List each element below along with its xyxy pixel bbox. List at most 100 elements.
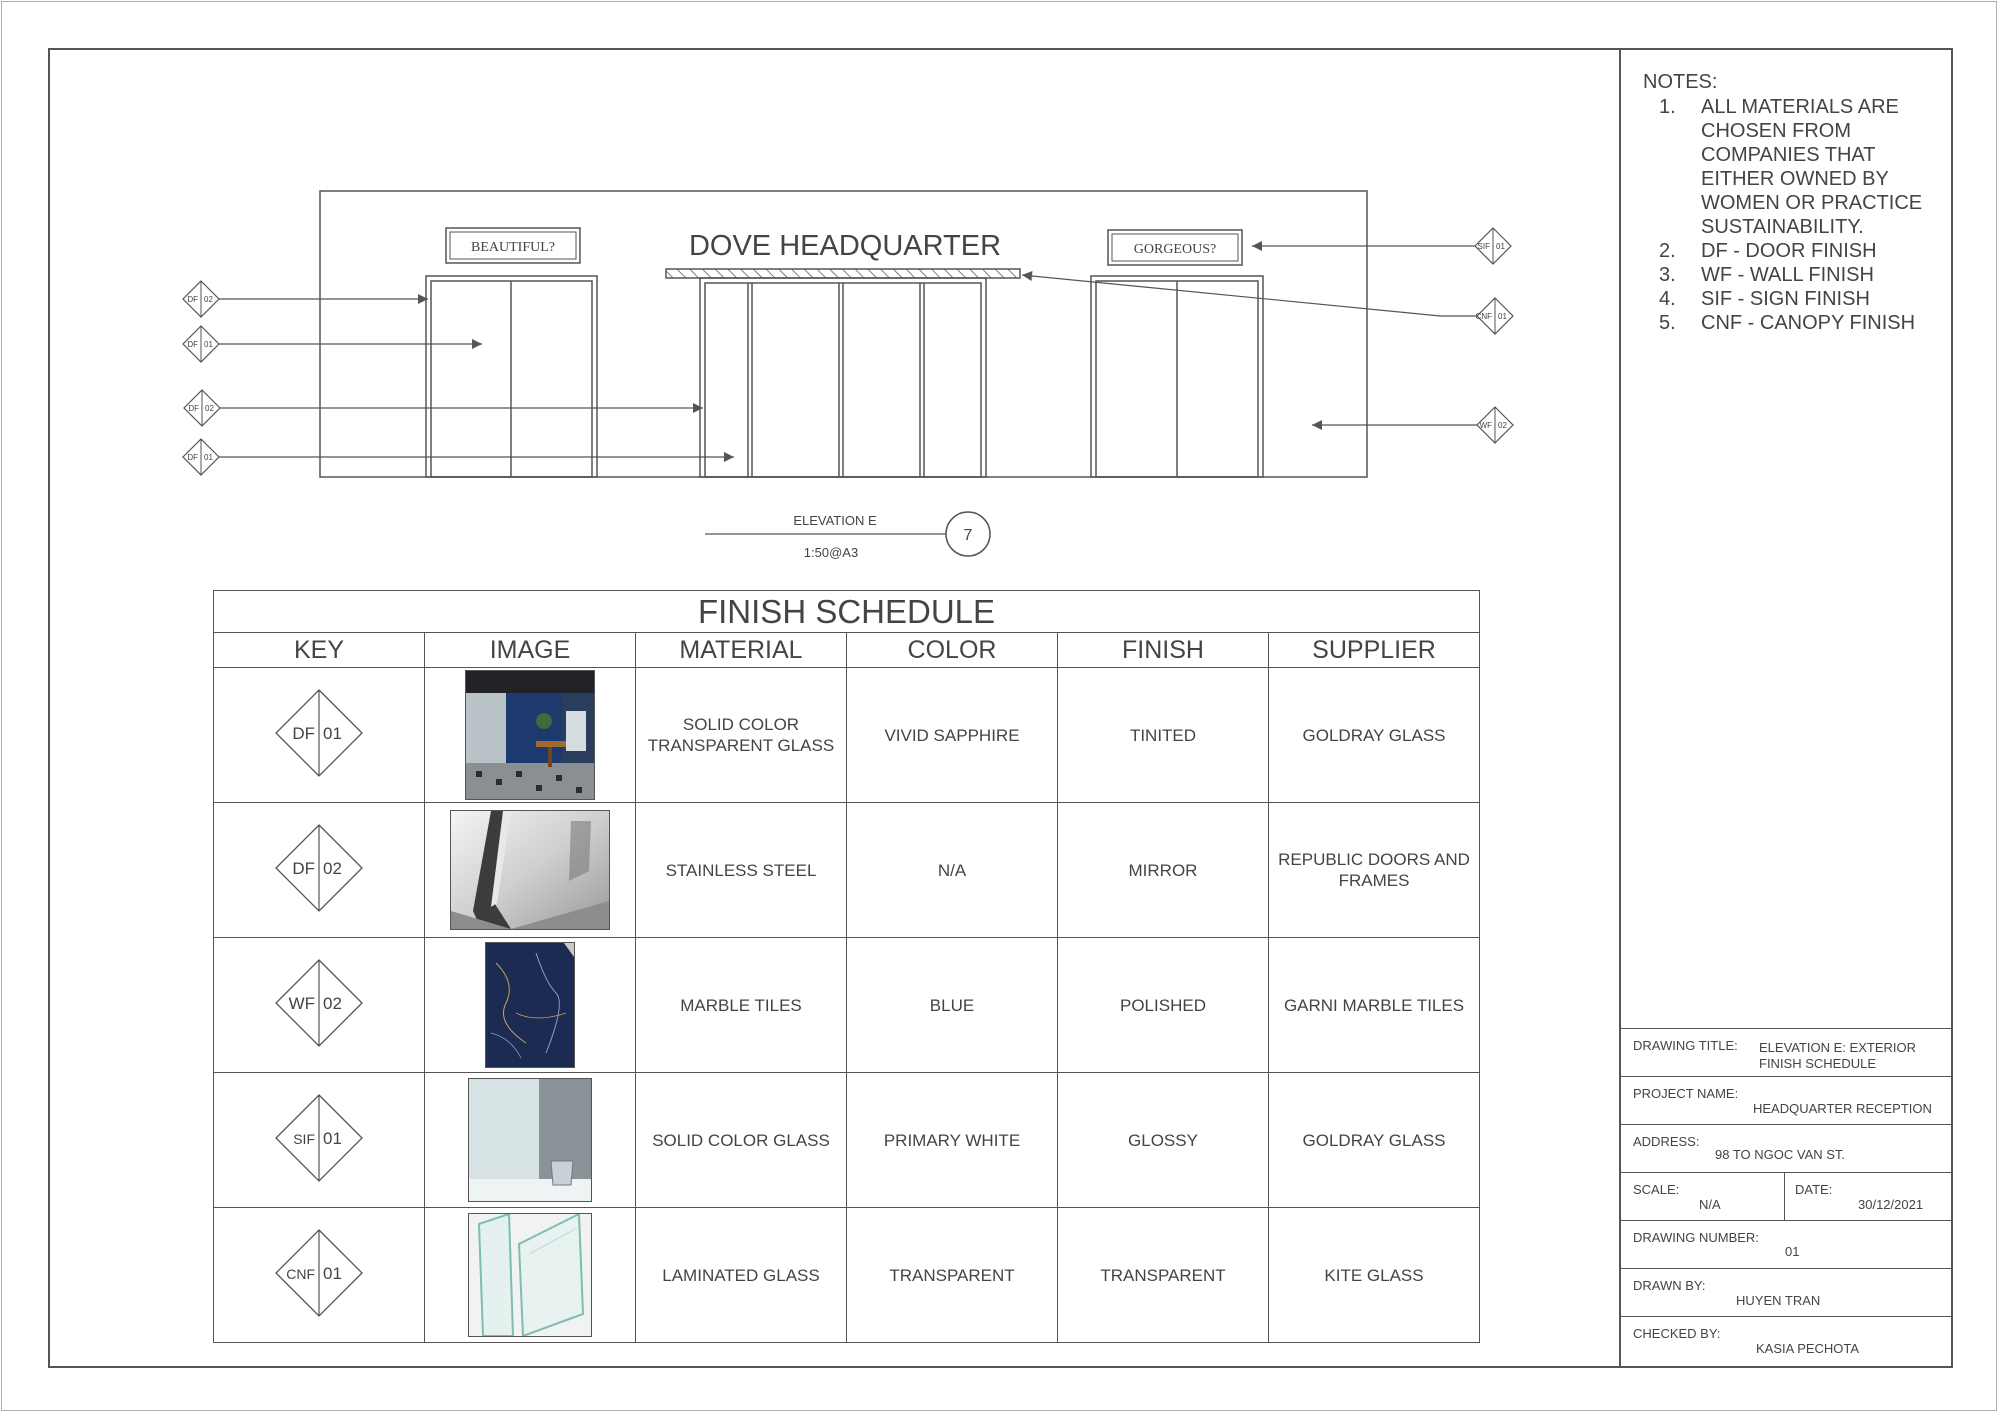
drawing-frame [48,48,1953,1368]
sidebar-divider [1619,48,1621,1368]
view-number: 7 [964,527,973,544]
svg-text:02: 02 [323,859,342,878]
svg-text:DF: DF [187,453,198,462]
note-item: 1.ALL MATERIALS ARE CHOSEN FROM COMPANIE… [1659,96,1923,238]
view-title: ELEVATION E [793,513,877,528]
image-cell [424,1207,636,1343]
key-cell: CNF 01 [213,1207,425,1343]
key-cell: WF 02 [213,937,425,1073]
col-header-image: IMAGE [424,632,636,668]
svg-text:DF: DF [187,295,198,304]
finish-cell: MIRROR [1057,802,1269,938]
supplier-cell: GARNI MARBLE TILES [1267,937,1481,1073]
white-glass-photo [468,1078,592,1202]
image-cell [424,667,636,803]
view-label: ELEVATION E 1:50@A3 7 [705,511,991,560]
svg-text:DF: DF [187,340,198,349]
stainless-steel-photo [450,810,610,930]
material-cell: STAINLESS STEEL [635,802,847,938]
tb-address: ADDRESS: 98 TO NGOC VAN ST. [1619,1124,1953,1172]
notes-list: 1.ALL MATERIALS ARE CHOSEN FROM COMPANIE… [1643,95,1938,335]
svg-text:01: 01 [1496,242,1505,251]
svg-text:02: 02 [205,404,214,413]
col-header-key: KEY [213,632,425,668]
tag-right-3: WF 02 [1476,406,1514,444]
svg-text:02: 02 [1498,421,1507,430]
note-item: 5.CNF - CANOPY FINISH [1659,312,1916,334]
key-cell: DF 02 [213,802,425,938]
supplier-cell: REPUBLIC DOORS AND FRAMES [1267,802,1481,938]
svg-text:WF: WF [1480,421,1493,430]
tag-left-1: DF 02 [182,280,220,318]
view-scale: 1:50@A3 [804,545,858,560]
color-cell: VIVID SAPPHIRE [846,667,1058,803]
material-cell: SOLID COLOR TRANSPARENT GLASS [635,667,847,803]
tag-right-1: SIF 01 [1474,227,1512,265]
tb-drawn-by: DRAWN BY: HUYEN TRAN [1619,1268,1953,1316]
sapphire-glass-photo [465,670,595,800]
svg-text:01: 01 [204,340,213,349]
finish-cell: GLOSSY [1057,1072,1269,1208]
building-title: DOVE HEADQUARTER [689,230,1001,262]
tag-left-4: DF 01 [182,438,220,476]
svg-text:01: 01 [1498,312,1507,321]
tb-checked-by: CHECKED BY: KASIA PECHOTA [1619,1316,1953,1366]
image-cell [424,802,636,938]
table-row: WF 02 MARBLE TILES BLUE POLISHED GARNI M… [213,937,1481,1073]
table-row: DF 02 STAINLESS STEEL N/A MIRROR REPUBLI… [213,802,1481,938]
color-cell: TRANSPARENT [846,1207,1058,1343]
note-item: 3.WF - WALL FINISH [1659,264,1874,286]
image-cell [424,937,636,1073]
material-cell: MARBLE TILES [635,937,847,1073]
finish-cell: POLISHED [1057,937,1269,1073]
marble-tile-photo [485,942,575,1068]
col-header-material: MATERIAL [635,632,847,668]
supplier-cell: GOLDRAY GLASS [1267,1072,1481,1208]
finish-cell: TRANSPARENT [1057,1207,1269,1343]
door-left [425,275,598,478]
door-center [699,277,987,478]
tb-drawing-title: DRAWING TITLE: ELEVATION E: EXTERIOR FIN… [1619,1028,1953,1076]
key-tag-diamond: WF 02 [275,958,363,1047]
image-cell [424,1072,636,1208]
notes-title: NOTES: [1643,71,1718,93]
sign-left-text: BEAUTIFUL? [471,240,555,255]
note-item: 2.DF - DOOR FINISH [1659,240,1877,262]
svg-text:SIF: SIF [293,1131,315,1147]
sign-left: BEAUTIFUL? [445,227,581,264]
supplier-cell: GOLDRAY GLASS [1267,667,1481,803]
svg-text:CNF: CNF [1476,312,1493,321]
svg-text:01: 01 [204,453,213,462]
key-cell: DF 01 [213,667,425,803]
key-tag-diamond: SIF 01 [275,1093,363,1182]
schedule-title: FINISH SCHEDULE [212,590,1481,633]
col-header-supplier: SUPPLIER [1267,632,1481,668]
svg-text:DF: DF [188,404,199,413]
tag-right-2: CNF 01 [1476,297,1514,335]
elevation-drawing: BEAUTIFUL? GORGEOUS? DOVE HEADQUARTER DF [182,190,1514,560]
notes-panel: NOTES: 1.ALL MATERIALS ARE CHOSEN FROM C… [1643,70,1938,335]
material-cell: LAMINATED GLASS [635,1207,847,1343]
laminated-glass-photo [468,1213,592,1337]
svg-text:WF: WF [289,994,315,1013]
tb-scale-date: SCALE: N/A DATE: 30/12/2021 [1619,1172,1953,1221]
finish-cell: TINITED [1057,667,1269,803]
svg-text:DF: DF [292,724,315,743]
leader-right-2 [1021,271,1477,317]
color-cell: PRIMARY WHITE [846,1072,1058,1208]
svg-text:01: 01 [323,1129,342,1148]
table-row: SIF 01 SOLID COLOR GLASS PRIMARY WHITE G… [213,1072,1481,1208]
tb-project-name: PROJECT NAME: HEADQUARTER RECEPTION [1619,1076,1953,1124]
color-cell: N/A [846,802,1058,938]
svg-text:01: 01 [323,1264,342,1283]
svg-text:SIF: SIF [1478,242,1491,251]
note-item: 4.SIF - SIGN FINISH [1659,288,1870,310]
door-right [1090,275,1264,478]
table-row: CNF 01 LAMINATED GLASS TRANSPARENT TRANS… [213,1207,1481,1343]
color-cell: BLUE [846,937,1058,1073]
tag-left-3: DF 02 [183,389,221,427]
svg-text:02: 02 [204,295,213,304]
tb-drawing-number: DRAWING NUMBER: 01 [1619,1220,1953,1268]
col-header-color: COLOR [846,632,1058,668]
